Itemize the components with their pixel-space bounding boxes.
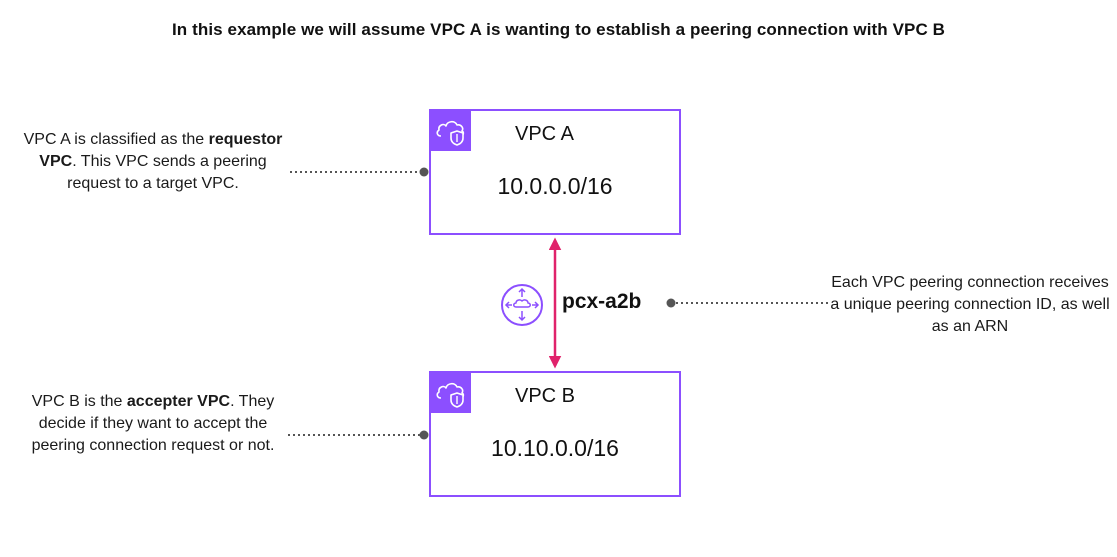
- vpc-cloud-shield-icon: [431, 111, 471, 151]
- peering-connector-dot: [666, 298, 676, 308]
- requestor-note: VPC A is classified as the requestor VPC…: [18, 129, 288, 195]
- vpc-a-cidr: 10.0.0.0/16: [497, 173, 613, 199]
- vpc-a-name: VPC A: [515, 123, 574, 145]
- peering-connection-id: pcx-a2b: [562, 290, 642, 313]
- vpc-b-cidr: 10.10.0.0/16: [491, 435, 619, 461]
- peering-id-note: Each VPC peering connection receives a u…: [830, 274, 1110, 335]
- accepter-note-emphasis: accepter VPC: [126, 393, 231, 410]
- accepter-note: VPC B is the accepter VPC. They decide i…: [18, 391, 288, 457]
- requestor-note-emphasis: requestor VPC: [39, 131, 283, 170]
- vpc-b-name: VPC B: [515, 385, 576, 407]
- vpc-cloud-shield-icon: [431, 373, 471, 413]
- peering-connection-icon: [500, 283, 544, 327]
- diagram-title: In this example we will assume VPC A is …: [171, 20, 946, 39]
- requestor-connector-dot: [419, 167, 429, 177]
- requestor-note-text-end: . This VPC sends a peering request to a …: [67, 153, 267, 192]
- accepter-connector-dot: [419, 430, 429, 440]
- vpc-a-box: VPC A 10.0.0.0/16: [429, 109, 681, 235]
- vpc-b-box: VPC B 10.10.0.0/16: [429, 371, 681, 497]
- requestor-note-text: VPC A is classified as the: [23, 131, 209, 148]
- accepter-note-text-end: . They decide if they want to accept the…: [31, 393, 275, 454]
- accepter-note-text: VPC B is the: [31, 393, 127, 410]
